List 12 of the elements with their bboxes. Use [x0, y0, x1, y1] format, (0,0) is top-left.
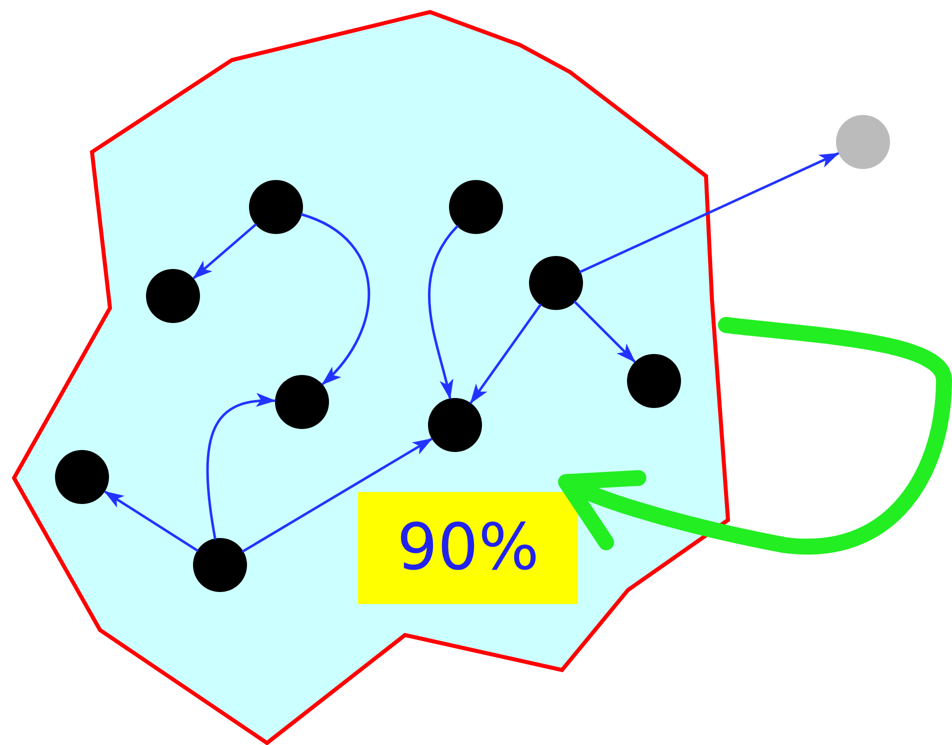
arrow	[192, 223, 257, 279]
arrow	[579, 152, 840, 273]
arrow	[206, 394, 276, 540]
arrow	[470, 304, 542, 404]
arrow	[300, 213, 370, 386]
percent-label: 90%	[358, 492, 578, 604]
arrow	[428, 225, 458, 400]
loop-arrow	[558, 317, 952, 555]
region-polygon	[12, 10, 732, 745]
arrow	[242, 438, 433, 552]
arrow	[104, 490, 198, 552]
arrow	[574, 300, 636, 363]
